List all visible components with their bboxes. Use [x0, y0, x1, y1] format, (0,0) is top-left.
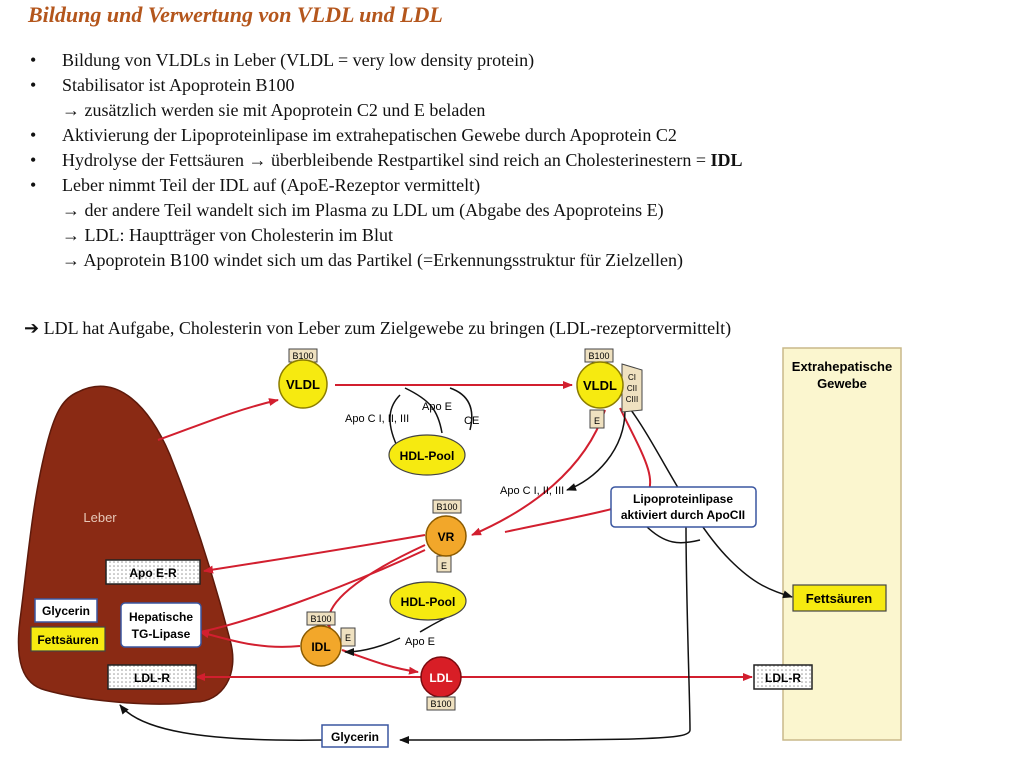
vr-b100-tag: [432, 499, 462, 514]
bullet-subline: → der andere Teil wandelt sich im Plasma…: [62, 200, 664, 220]
arrow-to-glycerin: [399, 524, 691, 744]
hepatic-tg-lipase-box: [120, 602, 202, 648]
hdl-pool-lower: [389, 581, 467, 621]
idl-b100-label: B100: [310, 614, 331, 624]
ldl-label: LDL: [429, 671, 452, 685]
vr-e-label: E: [441, 561, 447, 571]
arrow-lpl-connector: [644, 524, 701, 544]
hdl-pool-upper: [388, 434, 466, 476]
bullet-subline: → Apoprotein B100 windet sich um das Par…: [62, 250, 684, 270]
apo-e-label-lower: Apo E: [405, 636, 435, 648]
bullet-dot: •: [30, 75, 37, 95]
summary-line: ➔ LDL hat Aufgabe, Cholesterin von Leber…: [24, 318, 732, 338]
arrow-vldl-to-vr: [471, 409, 606, 536]
hdl-pool-upper-label: HDL-Pool: [400, 449, 455, 463]
hepatic-tg-lipase-line1: Hepatische: [129, 610, 193, 624]
bullet-text: Aktivierung der Lipoproteinlipase im ext…: [62, 125, 677, 145]
arrow-liver-to-vldl: [157, 398, 279, 441]
arrow-glycerin-to-liver: [119, 704, 326, 741]
idl-e-label: E: [345, 633, 351, 643]
bullet-dot: •: [30, 125, 37, 145]
arrow-hdl-apo-c: [389, 394, 401, 447]
arrow-idl-to-lipase: [199, 630, 301, 648]
bullet-item: • Leber nimmt Teil der IDL auf (ApoE-Reze…: [24, 173, 984, 273]
arrow-hdl-apo-e: [404, 387, 443, 434]
lipoproteinlipase-box: [610, 486, 757, 528]
ldl-receptor-tissue: [753, 664, 813, 690]
vldl-right-apoc-tag: [621, 363, 643, 413]
hdl-pool-lower-label: HDL-Pool: [401, 595, 456, 609]
apo-c-label-lower: Apo C I, II, III: [500, 485, 564, 497]
extrahepatic-label-line2: Gewebe: [817, 376, 867, 391]
liver-label: Leber: [83, 510, 117, 525]
arrow-idl-to-ldl: [341, 649, 419, 675]
lipoproteinlipase-line1: Lipoproteinlipase: [633, 492, 733, 506]
bullet-item: • Bildung von VLDLs in Leber (VLDL = very…: [24, 48, 984, 73]
ldl-b100-tag: [426, 696, 456, 711]
arrow-vldl-to-apoc: [566, 409, 626, 491]
vldl-right-particle: [576, 361, 624, 409]
vldl-right-ci: CI: [628, 373, 636, 382]
vldl-right-e-tag: [589, 409, 605, 429]
arrow-vr-to-lipase: [194, 549, 426, 634]
vldl-right-label: VLDL: [583, 378, 617, 393]
fettsaeuren-tissue-box: [792, 584, 887, 612]
fettsaeuren-liver-label: Fettsäuren: [37, 633, 98, 647]
fettsaeuren-liver-box: [30, 626, 106, 652]
glycerin-bottom-box: [321, 724, 389, 748]
bullet-text: Hydrolyse der Fettsäuren → überbleibende…: [62, 150, 711, 170]
bullet-dot: •: [30, 50, 37, 70]
bullet-dot: •: [30, 150, 37, 170]
arrow-vr-to-apoer: [203, 534, 426, 574]
fettsaeuren-tissue-label: Fettsäuren: [806, 591, 873, 606]
arrow-apoe-to-idl: [344, 637, 401, 656]
vldl-right-b100-label: B100: [588, 351, 609, 361]
idl-b100-tag: [306, 611, 336, 626]
apo-c-label-upper: Apo C I, II, III: [345, 413, 409, 425]
idl-label: IDL: [311, 640, 330, 654]
ce-label: CE: [464, 415, 479, 427]
ldl-receptor-liver: [107, 664, 197, 690]
idl-e-tag: [340, 627, 356, 647]
bullet-subline: → zusätzlich werden sie mit Apoprotein C…: [62, 100, 486, 120]
bullet-dot: •: [30, 175, 37, 195]
lipoproteinlipase-line2: aktiviert durch ApoCII: [621, 508, 745, 522]
ldl-receptor-liver-label: LDL-R: [134, 671, 170, 685]
bullet-item: • Stabilisator ist Apoprotein B100 → zusä…: [24, 73, 984, 123]
idl-particle: [300, 625, 342, 667]
vldl-top-label: VLDL: [286, 377, 320, 392]
bullet-bold-term: IDL: [710, 150, 743, 170]
glycerin-liver-label: Glycerin: [42, 604, 90, 618]
bullet-item: • Hydrolyse der Fettsäuren → überbleibend…: [24, 148, 984, 173]
vldl-right-cii: CII: [627, 384, 637, 393]
vldl-top-particle: [278, 359, 328, 409]
vr-b100-label: B100: [436, 502, 457, 512]
vr-particle: [425, 515, 467, 557]
arrow-hdl-ce: [449, 387, 473, 431]
hepatic-tg-lipase-line2: TG-Lipase: [132, 627, 191, 641]
apo-e-receptor-label: Apo E-R: [129, 566, 177, 580]
bullet-subline: → LDL: Hauptträger von Cholesterin im Bl…: [62, 225, 393, 245]
page-title: Bildung und Verwertung von VLDL und LDL: [28, 2, 443, 27]
apo-e-label-upper: Apo E: [422, 401, 452, 413]
glycerin-bottom-label: Glycerin: [331, 730, 379, 744]
bullet-text: Bildung von VLDLs in Leber (VLDL = very …: [62, 50, 535, 70]
bullet-list: • Bildung von VLDLs in Leber (VLDL = very…: [24, 48, 984, 273]
glycerin-liver-box: [34, 598, 98, 623]
vr-label: VR: [438, 530, 455, 544]
arrow-vldl-to-fettsaeuren: [630, 409, 793, 599]
vldl-top-b100-label: B100: [292, 351, 313, 361]
liver-shape: [17, 385, 234, 705]
vldl-right-e-label: E: [594, 416, 600, 426]
extrahepatic-label-line1: Extrahepatische: [792, 359, 892, 374]
apo-e-receptor-box: [105, 559, 201, 585]
bullet-text: Leber nimmt Teil der IDL auf (ApoE-Rezep…: [62, 175, 481, 195]
bullet-text: Stabilisator ist Apoprotein B100: [62, 75, 295, 95]
bullet-item: • Aktivierung der Lipoproteinlipase im ex…: [24, 123, 984, 148]
ldl-receptor-tissue-label: LDL-R: [765, 671, 801, 685]
ldl-b100-label: B100: [430, 699, 451, 709]
vldl-right-ciii: CIII: [626, 395, 638, 404]
lipoprotein-diagram: Extrahepatische Gewebe Leber B100: [17, 347, 902, 748]
